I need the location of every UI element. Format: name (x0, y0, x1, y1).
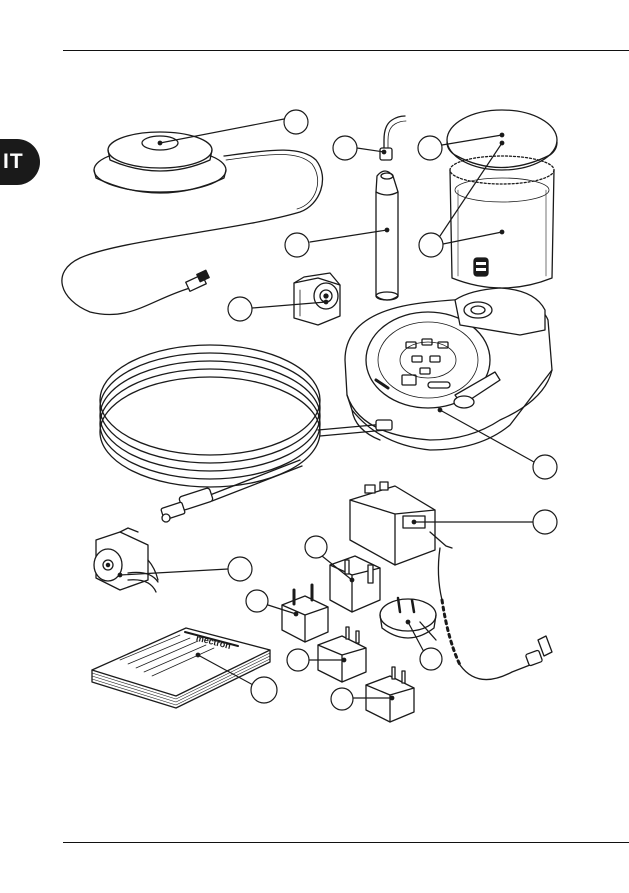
callout-tip (333, 136, 386, 160)
plug-us-flat-icon (366, 667, 414, 722)
callout-handpiece (285, 228, 389, 257)
plug-au-icon (380, 598, 436, 640)
plug-eu-icon (282, 585, 328, 642)
plug-uk-icon (330, 556, 380, 612)
irrigation-tank-icon (450, 156, 554, 288)
peristaltic-pump-icon (294, 273, 340, 325)
pump-head-icon (94, 528, 158, 592)
footswitch-pedal-icon (62, 132, 323, 315)
handpiece-icon (376, 171, 398, 300)
user-manual-icon (92, 628, 270, 708)
plug-us-icon (318, 627, 366, 682)
callout-footswitch (158, 110, 308, 145)
callout-tank (419, 230, 504, 257)
